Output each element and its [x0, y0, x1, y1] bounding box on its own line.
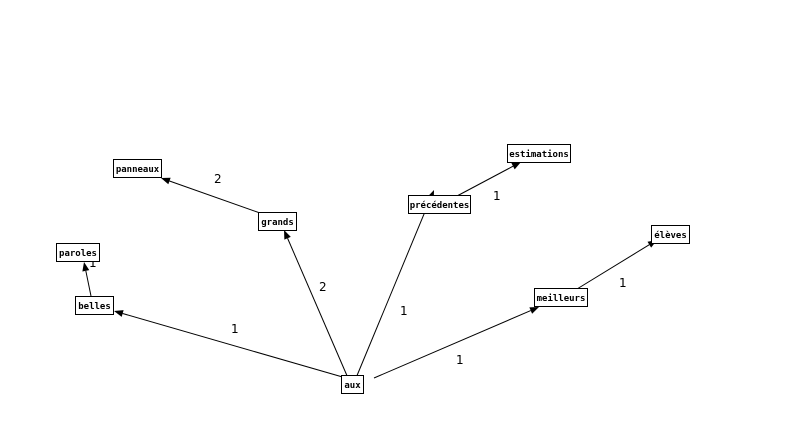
edge-weight-label: 1 [493, 189, 501, 203]
edges-layer: 1 2 1 1 1 2 1 1 [82, 162, 657, 379]
node-meilleurs[interactable]: meilleurs [534, 288, 588, 307]
svg-text:meilleurs: meilleurs [537, 293, 586, 304]
arrowhead-icon [161, 177, 171, 185]
arrowhead-icon [114, 310, 124, 317]
edge-aux-belles: 1 [114, 310, 347, 379]
edge-aux-precedentes: 1 [355, 190, 434, 379]
node-eleves[interactable]: élèves [651, 225, 690, 244]
arrowhead-icon [82, 262, 90, 272]
node-precedentes[interactable]: précédentes [408, 195, 471, 214]
edge-grands-panneaux: 2 [161, 172, 261, 214]
nodes-layer: aux belles paroles grands panneaux précé… [56, 144, 690, 394]
edge-line [576, 244, 650, 290]
edge-weight-label: 1 [231, 322, 239, 336]
edge-weight-label: 1 [400, 304, 408, 318]
edge-line [456, 165, 514, 197]
edge-aux-meilleurs: 1 [373, 307, 539, 379]
edge-line [373, 310, 531, 379]
edge-line [355, 198, 432, 379]
edge-weight-label: 2 [319, 280, 327, 294]
node-estimations[interactable]: estimations [507, 144, 571, 163]
arrowhead-icon [529, 307, 539, 314]
svg-text:paroles: paroles [59, 249, 97, 259]
arrowhead-icon [284, 230, 291, 240]
node-belles[interactable]: belles [75, 296, 114, 315]
node-aux[interactable]: aux [341, 375, 364, 394]
edge-line [85, 270, 92, 297]
node-paroles[interactable]: paroles [56, 243, 100, 262]
svg-text:estimations: estimations [509, 149, 569, 160]
edge-weight-label: 2 [214, 172, 222, 186]
edge-weight-label: 1 [456, 353, 464, 367]
edge-line [122, 313, 347, 379]
svg-text:précédentes: précédentes [410, 200, 470, 211]
node-grands[interactable]: grands [258, 212, 297, 231]
edge-weight-label: 1 [619, 276, 627, 290]
svg-text:élèves: élèves [654, 230, 687, 241]
edge-weight-label: 1 [89, 256, 97, 270]
edge-precedentes-estimations: 1 [456, 162, 521, 203]
node-panneaux[interactable]: panneaux [113, 159, 162, 178]
svg-text:grands: grands [261, 218, 294, 228]
svg-text:aux: aux [344, 381, 361, 391]
svg-text:belles: belles [78, 302, 111, 312]
edge-belles-paroles: 1 [82, 256, 97, 297]
svg-text:panneaux: panneaux [116, 165, 160, 175]
edge-line [169, 180, 261, 214]
edge-meilleurs-eleves: 1 [576, 240, 657, 290]
edge-line [287, 238, 349, 379]
arrowhead-icon [511, 162, 521, 170]
edge-aux-grands: 2 [284, 230, 349, 379]
